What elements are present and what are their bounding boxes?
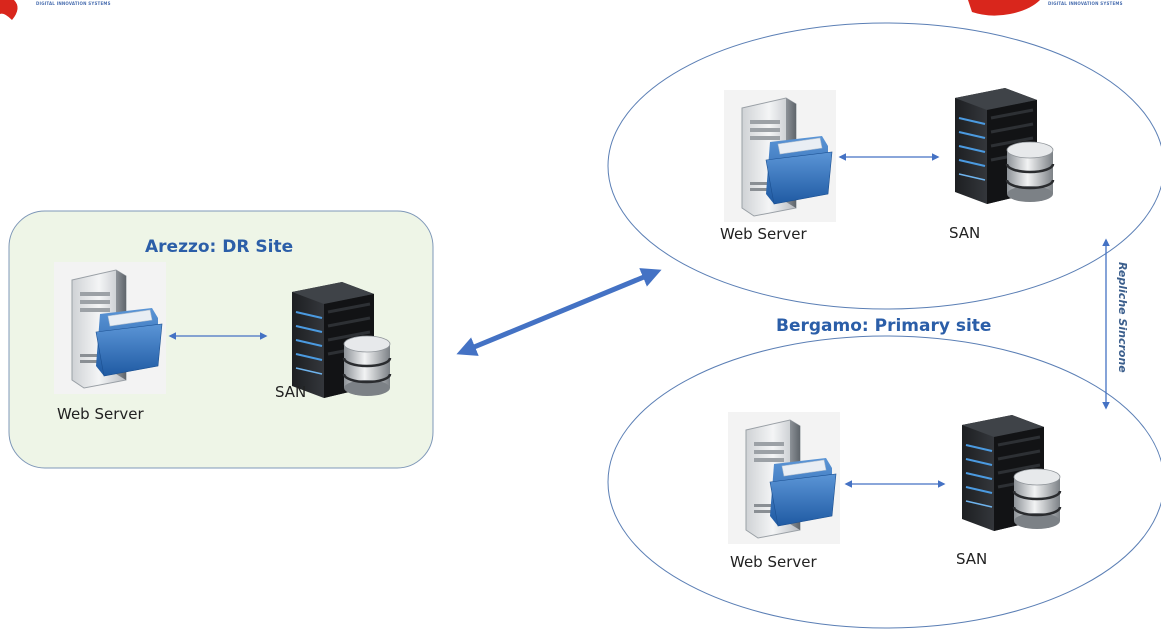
primary-site-title: Bergamo: Primary site <box>776 316 992 336</box>
brand-logo-left-caption: DIGITAL INNOVATION SYSTEMS <box>36 1 111 6</box>
brand-logo-right-caption: DIGITAL INNOVATION SYSTEMS <box>1048 1 1123 6</box>
primary-top-web-server-icon <box>723 89 837 223</box>
brand-logo-left <box>0 0 18 20</box>
dr-web-server-icon <box>53 261 167 395</box>
site-to-site-arrow <box>456 268 662 356</box>
dr-web-server-label: Web Server <box>57 405 144 423</box>
primary-bottom-web-server-label: Web Server <box>730 553 817 571</box>
replication-label: Repliche Sincrone <box>1116 262 1129 373</box>
brand-logo-right <box>968 0 1040 16</box>
primary-top-web-server-label: Web Server <box>720 225 807 243</box>
dr-site-title: Arezzo: DR Site <box>145 237 294 257</box>
primary-bottom-web-server-icon <box>727 411 841 545</box>
primary-site-bottom-ellipse <box>607 335 1161 629</box>
dr-san-label: SAN <box>275 383 307 401</box>
primary-top-san-label: SAN <box>949 224 981 242</box>
primary-bottom-san-label: SAN <box>956 550 988 568</box>
primary-site-top-ellipse <box>607 22 1161 310</box>
